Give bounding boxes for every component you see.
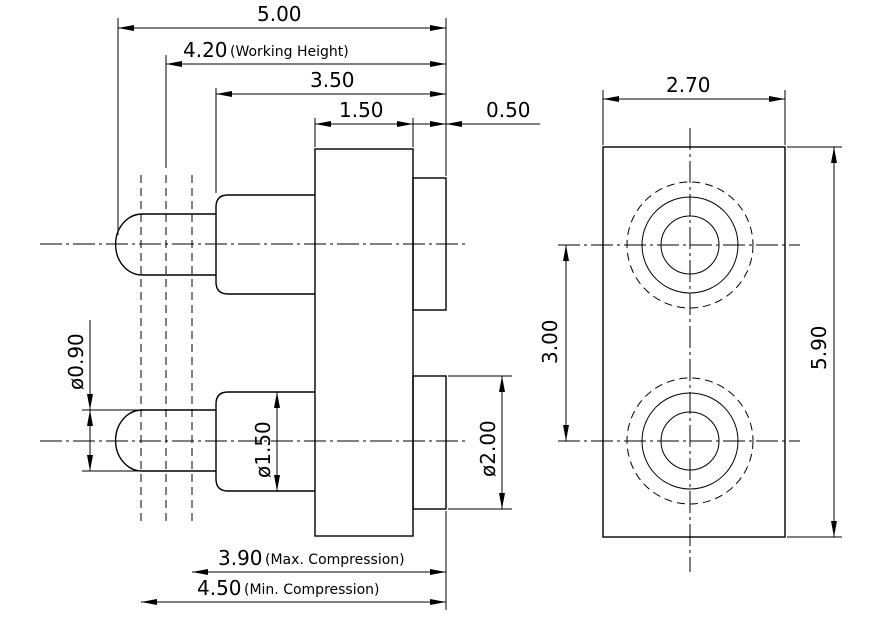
front-view: 2.70 3.00 5.90 [538, 73, 842, 572]
dim-pitch: 3.00 [538, 319, 562, 364]
dim-tail-length: 0.50 [486, 98, 531, 122]
dim-max-compression: 3.90 [218, 546, 263, 570]
dim-tail-diameter: ø2.00 [476, 420, 500, 477]
front-body [602, 146, 786, 538]
dim-body-height: 5.90 [807, 325, 831, 370]
dim-overall-length: 5.00 [257, 2, 302, 26]
flange-body [314, 148, 414, 537]
dim-tip-diameter: ø0.90 [64, 333, 88, 390]
dim-body-width: 2.70 [666, 73, 711, 97]
dim-working-height: 4.20 [183, 38, 228, 62]
side-view: 5.00 4.20 (Working Height) 3.50 1.50 0.5… [40, 2, 540, 610]
dim-flange-width: 1.50 [339, 98, 384, 122]
dim-plunger-length: 3.50 [310, 68, 355, 92]
dim-min-compression-note: (Min. Compression) [244, 582, 380, 598]
dim-min-compression: 4.50 [197, 576, 242, 600]
tail-lower [412, 375, 447, 510]
dim-working-height-note: (Working Height) [230, 44, 349, 60]
dim-max-compression-note: (Max. Compression) [265, 552, 405, 568]
dim-plunger-diameter: ø1.50 [251, 421, 275, 478]
